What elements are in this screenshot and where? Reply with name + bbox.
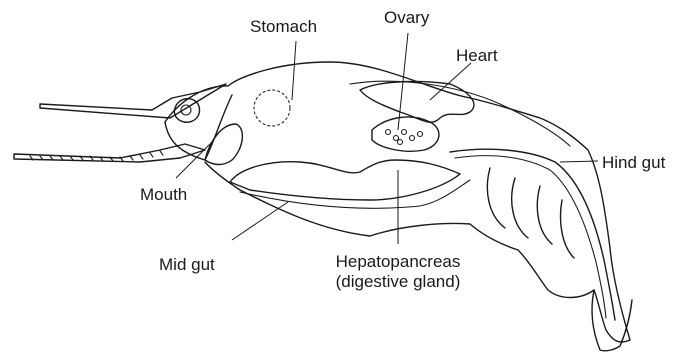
label-mouth: Mouth: [140, 185, 187, 205]
label-hepatopancreas-line1: Hepatopancreas: [318, 252, 478, 272]
mouth-parts: [205, 124, 242, 165]
hind-gut-shape: [450, 149, 615, 320]
label-stomach: Stomach: [250, 17, 317, 37]
leader-stomach: [292, 41, 296, 100]
hind-gut-inner: [455, 156, 606, 318]
label-heart: Heart: [456, 46, 498, 66]
leader-mid-gut: [232, 202, 288, 240]
mid-gut-line: [240, 180, 470, 208]
label-hepatopancreas-line2: (digestive gland): [318, 272, 478, 292]
label-hind-gut: Hind gut: [602, 153, 665, 173]
stomach-shape: [254, 90, 290, 126]
leader-heart: [430, 63, 471, 100]
eye: [174, 99, 199, 123]
rostrum: [40, 84, 226, 118]
label-mid-gut: Mid gut: [159, 255, 215, 275]
ovary-eggs: [386, 130, 423, 145]
hepatopancreas-shape: [230, 160, 460, 200]
label-hepatopancreas: Hepatopancreas (digestive gland): [318, 252, 478, 292]
label-ovary: Ovary: [384, 8, 429, 28]
heart-shape: [360, 82, 474, 123]
dorsal-line: [350, 81, 570, 146]
